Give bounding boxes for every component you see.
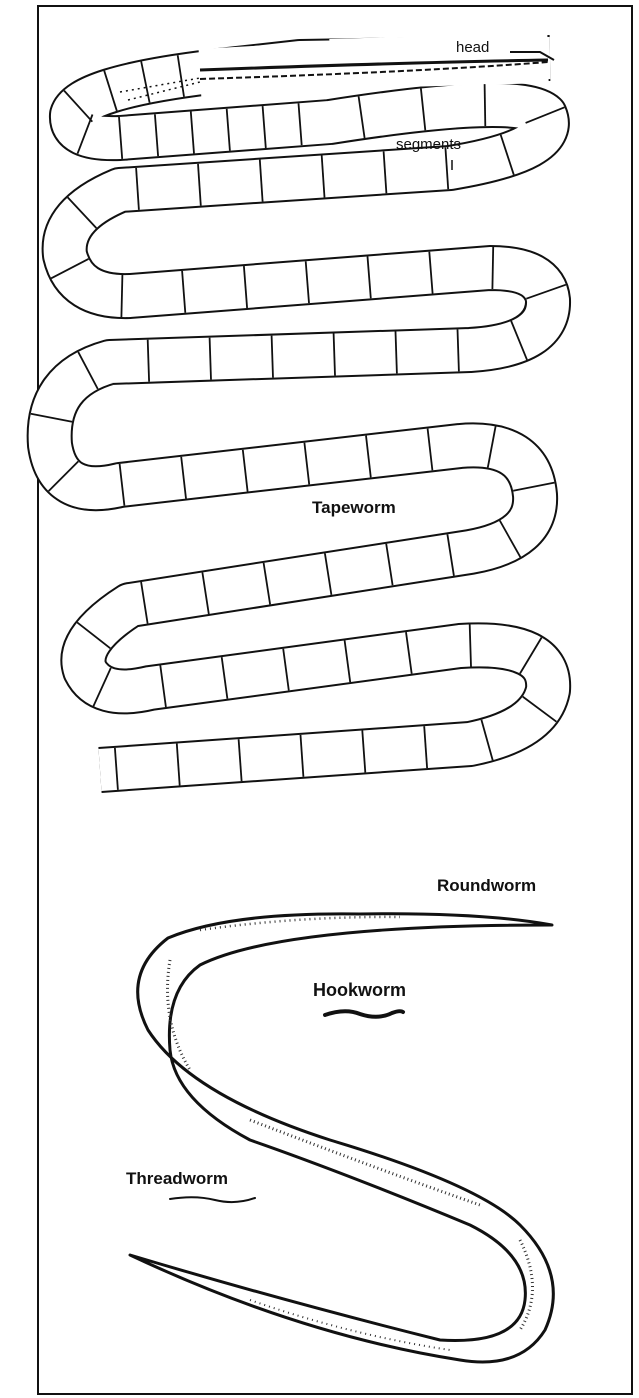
tapeworm — [31, 55, 566, 790]
hookworm-body — [325, 1011, 403, 1017]
label-threadworm: Threadworm — [126, 1169, 228, 1188]
label-roundworm: Roundworm — [437, 876, 536, 895]
label-head: head — [456, 39, 489, 56]
threadworm-body — [170, 1197, 255, 1202]
label-tapeworm: Tapeworm — [312, 498, 396, 517]
tapeworm-body — [50, 58, 550, 770]
tapeworm-segment-line — [121, 275, 122, 317]
label-segments: segments — [396, 136, 461, 153]
label-hookworm: Hookworm — [313, 980, 406, 1000]
tapeworm-segment-line — [485, 84, 486, 126]
tapeworm-segment-line — [492, 247, 493, 289]
